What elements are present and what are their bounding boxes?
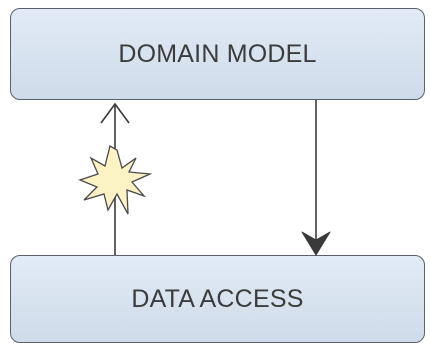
data-access-label: DATA ACCESS (131, 284, 304, 313)
explosion-icon (78, 145, 153, 215)
downward-arrow (301, 100, 331, 256)
domain-model-label: DOMAIN MODEL (118, 39, 317, 68)
upward-arrow (100, 102, 130, 255)
domain-model-box: DOMAIN MODEL (10, 8, 425, 100)
solid-arrowhead (301, 231, 331, 256)
data-access-box: DATA ACCESS (10, 255, 425, 343)
open-arrowhead (100, 102, 130, 124)
